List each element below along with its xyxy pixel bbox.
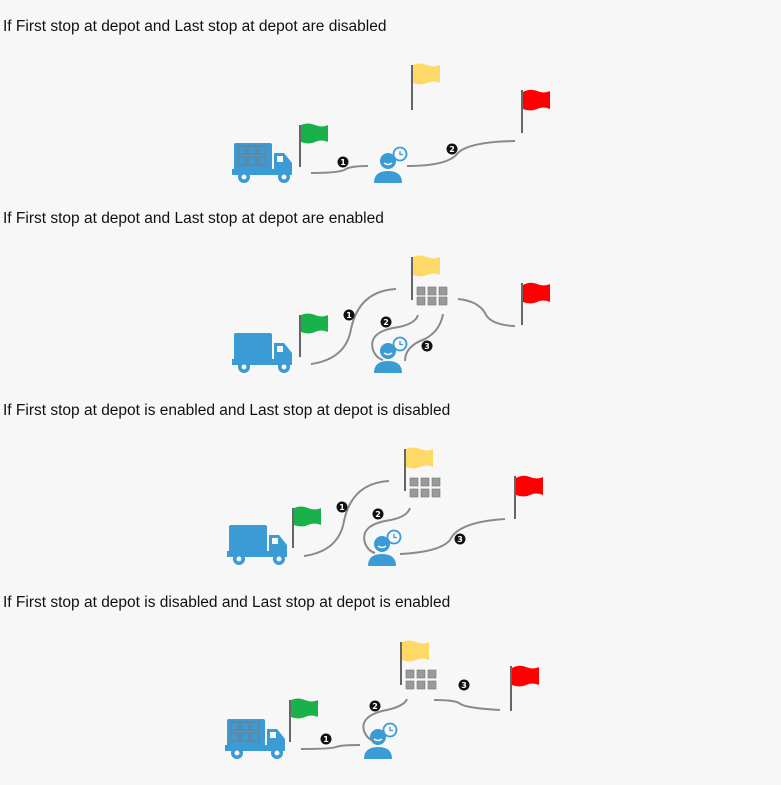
route-marker-2: 2 xyxy=(446,143,458,155)
route-line xyxy=(300,744,361,750)
scenario-4-diagram: 1 2 3 xyxy=(0,630,781,780)
route-marker-2: 2 xyxy=(369,700,381,712)
customer-icon xyxy=(364,722,398,759)
route-line xyxy=(399,518,506,555)
end-flag-icon xyxy=(521,282,550,325)
svg-text:2: 2 xyxy=(372,702,378,711)
route-line xyxy=(310,165,369,174)
customer-icon xyxy=(374,146,408,183)
route-marker-1: 1 xyxy=(337,156,349,168)
truck-loaded-icon xyxy=(225,719,285,759)
scenario-4-heading: If First stop at depot is disabled and L… xyxy=(3,594,451,611)
route-line xyxy=(363,507,411,554)
scenario-2-diagram: 1 2 3 xyxy=(0,245,781,395)
route-line xyxy=(404,313,444,362)
start-flag-icon xyxy=(289,698,318,742)
scenario-1-diagram: 1 2 xyxy=(0,55,781,205)
start-flag-icon xyxy=(292,506,321,548)
route-marker-3: 3 xyxy=(454,533,466,545)
depot-packages-icon xyxy=(416,286,448,306)
svg-text:2: 2 xyxy=(375,510,381,519)
scenario-1-heading: If First stop at depot and Last stop at … xyxy=(3,18,387,35)
route-marker-3: 3 xyxy=(421,340,433,352)
depot-packages-icon xyxy=(409,477,441,498)
customer-icon xyxy=(368,529,402,566)
svg-text:2: 2 xyxy=(449,145,455,154)
customer-icon xyxy=(374,336,408,373)
depot-packages-icon xyxy=(405,669,437,690)
svg-text:1: 1 xyxy=(323,735,329,744)
truck-empty-icon xyxy=(227,525,287,565)
route-line xyxy=(371,314,419,361)
route-marker-1: 1 xyxy=(320,733,332,745)
svg-text:3: 3 xyxy=(461,681,467,690)
truck-loaded-icon xyxy=(232,143,292,183)
end-flag-icon xyxy=(521,89,550,133)
svg-text:3: 3 xyxy=(457,535,463,544)
route-line xyxy=(457,298,516,327)
break-flag-icon xyxy=(400,640,429,685)
route-marker-1: 1 xyxy=(343,309,355,321)
route-marker-2: 2 xyxy=(372,508,384,520)
route-line xyxy=(362,698,408,742)
svg-text:3: 3 xyxy=(424,342,430,351)
scenario-2-heading: If First stop at depot and Last stop at … xyxy=(3,210,384,227)
svg-text:2: 2 xyxy=(383,318,389,327)
end-flag-icon xyxy=(510,665,539,711)
start-flag-icon xyxy=(299,123,328,167)
route-line xyxy=(303,480,390,557)
break-flag-icon xyxy=(411,63,440,110)
route-marker-3: 3 xyxy=(458,679,470,691)
break-flag-icon xyxy=(411,255,440,300)
break-flag-icon xyxy=(404,447,433,491)
start-flag-icon xyxy=(299,313,328,357)
truck-empty-icon xyxy=(232,333,292,373)
route-line xyxy=(433,699,501,711)
route-line xyxy=(310,288,397,365)
svg-text:1: 1 xyxy=(339,503,345,512)
end-flag-icon xyxy=(514,475,543,519)
route-marker-1: 1 xyxy=(336,501,348,513)
route-line xyxy=(406,140,516,167)
svg-text:1: 1 xyxy=(346,311,352,320)
scenario-3-diagram: 1 2 3 xyxy=(0,435,781,585)
scenario-3-heading: If First stop at depot is enabled and La… xyxy=(3,402,451,419)
route-marker-2: 2 xyxy=(380,316,392,328)
svg-text:1: 1 xyxy=(340,158,346,167)
